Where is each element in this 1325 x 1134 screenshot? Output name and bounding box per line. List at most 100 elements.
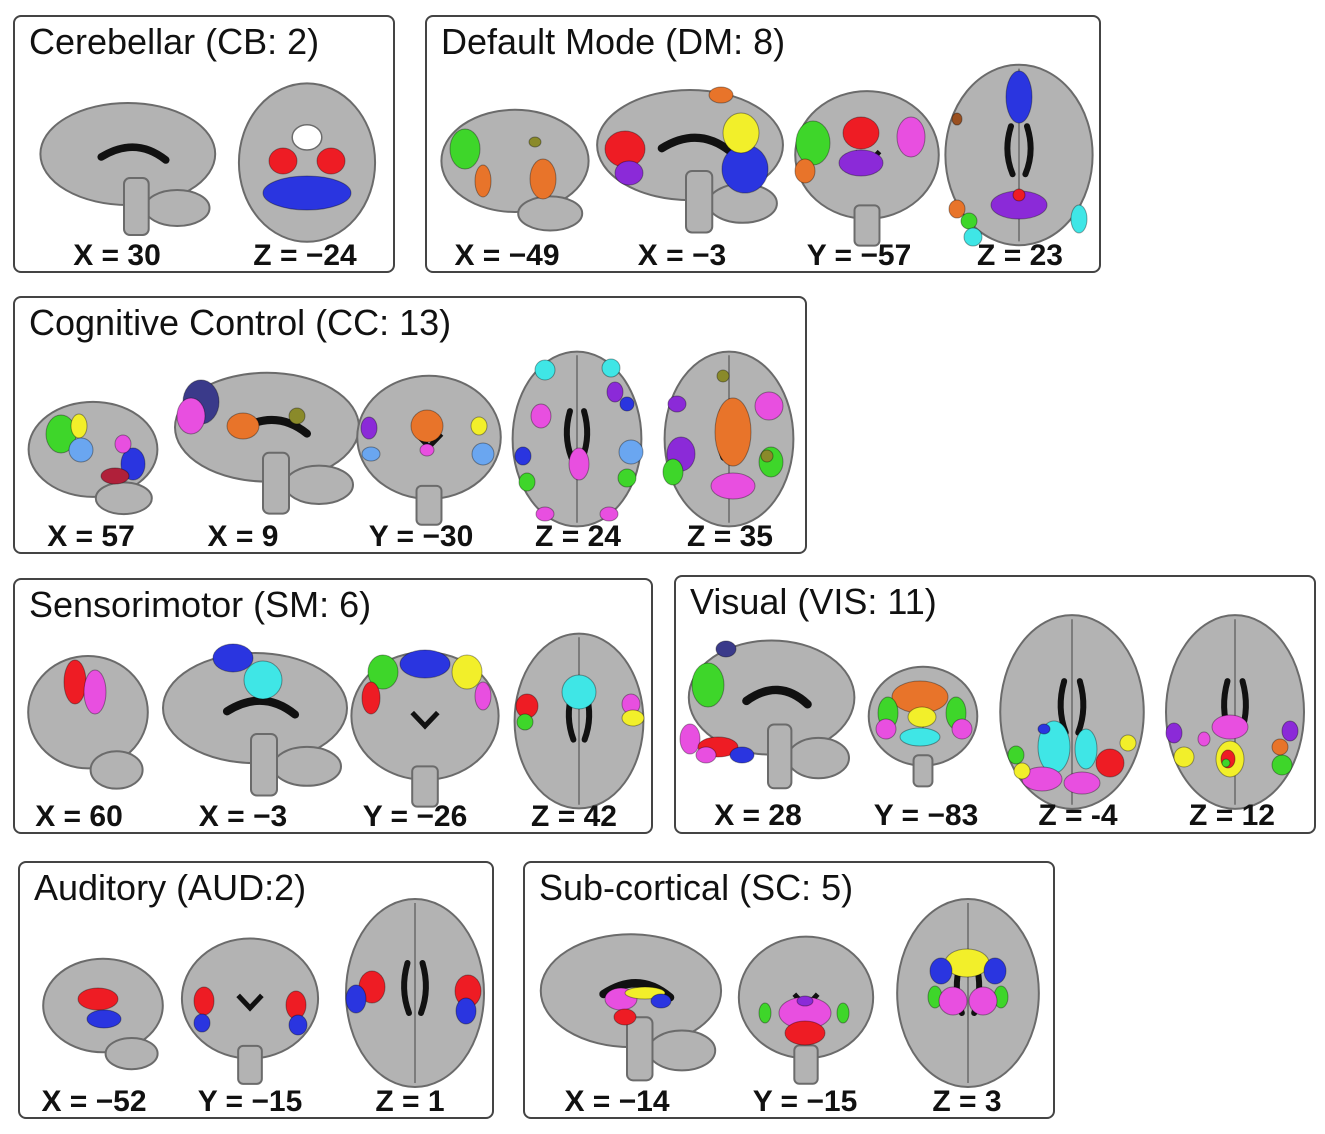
cerebellum-outline: [89, 750, 144, 790]
navy-activation-blob: [715, 640, 737, 658]
magenta-activation-blob: [875, 718, 897, 740]
coordinate-label: Z = 1: [375, 1085, 445, 1118]
darkred-activation-blob: [100, 467, 130, 485]
brain-slice-graphic: [999, 614, 1145, 810]
brain-lateral-view: [38, 947, 168, 1077]
orange-activation-blob: [794, 158, 816, 184]
orange-activation-blob: [1271, 738, 1289, 756]
olive-activation-blob: [288, 407, 306, 425]
brain-slice-graphic: [27, 400, 159, 516]
panel-title: Cerebellar (CB: 2): [29, 21, 320, 62]
coordinate-label: X = −3: [637, 239, 727, 272]
brain-lateral-view: [435, 97, 595, 239]
magenta-activation-blob: [695, 746, 717, 764]
coordinate-label: Y = −30: [368, 520, 474, 553]
panel-title: Visual (VIS: 11): [690, 581, 937, 622]
panel-title: Sensorimotor (SM: 6): [29, 584, 372, 625]
magenta-activation-blob: [114, 434, 132, 454]
cyan-activation-blob: [963, 227, 983, 247]
orange-activation-blob: [226, 412, 260, 440]
lightblue-activation-blob: [618, 439, 644, 465]
brainstem-outline: [767, 723, 793, 790]
brain-outline: [237, 82, 377, 243]
brain-axial-view: [1160, 609, 1310, 815]
ventricle: [401, 960, 429, 1016]
coordinate-label: X = 28: [714, 799, 802, 832]
coordinate-label: Z = 23: [977, 239, 1063, 272]
cyan-activation-blob: [899, 727, 941, 747]
magenta-activation-blob: [1197, 731, 1211, 747]
brain-coronal-view: [351, 366, 507, 528]
cyan-activation-blob: [534, 359, 556, 381]
brainstem-outline: [123, 177, 150, 236]
brainstem-outline: [411, 765, 439, 808]
cyan-activation-blob: [1074, 728, 1098, 770]
brain-sagittal-view: [151, 640, 351, 802]
coordinate-label: Z = 12: [1189, 799, 1275, 832]
brainstem-outline: [912, 754, 934, 788]
brain-slice-graphic: [737, 935, 875, 1085]
blue-activation-blob: [619, 396, 635, 412]
coordinate-label: X = −49: [454, 239, 560, 272]
brain-coronal-view: [864, 659, 982, 789]
brain-axial-view: [340, 893, 490, 1093]
brain-slice-graphic: [27, 655, 149, 790]
brain-slice-graphic: [662, 350, 795, 528]
cerebellum-outline: [272, 745, 342, 787]
brain-slice-graphic: [350, 649, 500, 808]
green-activation-blob: [518, 472, 536, 492]
brain-slice-graphic: [513, 632, 645, 810]
ventricle: [410, 710, 440, 730]
cyan-activation-blob: [601, 358, 621, 378]
blue-activation-blob: [455, 997, 477, 1025]
cerebellum-outline: [284, 464, 354, 506]
coordinate-label: X = 30: [73, 239, 161, 272]
brain-slice-graphic: [794, 90, 940, 247]
red-activation-blob: [1012, 188, 1026, 202]
coordinate-label: Y = −26: [362, 800, 468, 833]
purple-activation-blob: [360, 416, 378, 440]
cerebellum-outline: [143, 189, 211, 227]
blue-activation-blob: [399, 649, 451, 679]
yellow-activation-blob: [1013, 762, 1031, 780]
orange-activation-blob: [714, 397, 752, 467]
coordinate-label: X = 9: [207, 520, 279, 553]
purple-activation-blob: [1165, 722, 1183, 744]
brain-axial-view: [994, 609, 1150, 815]
corpus-callosum: [742, 685, 812, 709]
brain-sagittal-view: [678, 627, 858, 795]
magenta-activation-blob: [679, 723, 701, 755]
blue-activation-blob: [729, 746, 755, 764]
blue-activation-blob: [193, 1013, 211, 1033]
purple-activation-blob: [614, 160, 644, 186]
green-activation-blob: [1271, 754, 1293, 776]
magenta-activation-blob: [599, 506, 619, 522]
magenta-activation-blob: [568, 447, 590, 481]
green-activation-blob: [662, 458, 684, 486]
cerebellum-outline: [647, 1029, 717, 1072]
cyan-activation-blob: [1070, 204, 1088, 234]
blue-activation-blob: [1005, 70, 1033, 124]
brain-slice-graphic: [345, 898, 485, 1088]
olive-activation-blob: [716, 369, 730, 383]
yellow-activation-blob: [722, 112, 760, 154]
magenta-activation-blob: [896, 116, 926, 158]
brain-coronal-view: [176, 929, 324, 1087]
panel-cerebellar: Cerebellar (CB: 2) X = 30 Z = −24: [13, 15, 395, 273]
orange-activation-blob: [474, 164, 492, 198]
cerebellum-outline: [786, 736, 850, 780]
coordinate-label: X = 60: [35, 800, 123, 833]
red-activation-blob: [1095, 748, 1125, 778]
coordinate-label: Z = 24: [535, 520, 621, 553]
lightblue-activation-blob: [471, 442, 495, 466]
brain-slice-graphic: [174, 371, 360, 515]
brain-slice-graphic: [679, 639, 856, 790]
brain-sagittal-view: [163, 360, 363, 520]
panel-cognitive-control: Cognitive Control (CC: 13) X = 57 X = 9 …: [13, 296, 807, 554]
orange-activation-blob: [529, 158, 557, 200]
red-activation-blob: [193, 986, 215, 1016]
brain-slice-graphic: [42, 957, 164, 1071]
brain-slice-graphic: [440, 108, 590, 232]
brain-coronal-view: [789, 81, 945, 249]
green-activation-blob: [516, 713, 534, 731]
